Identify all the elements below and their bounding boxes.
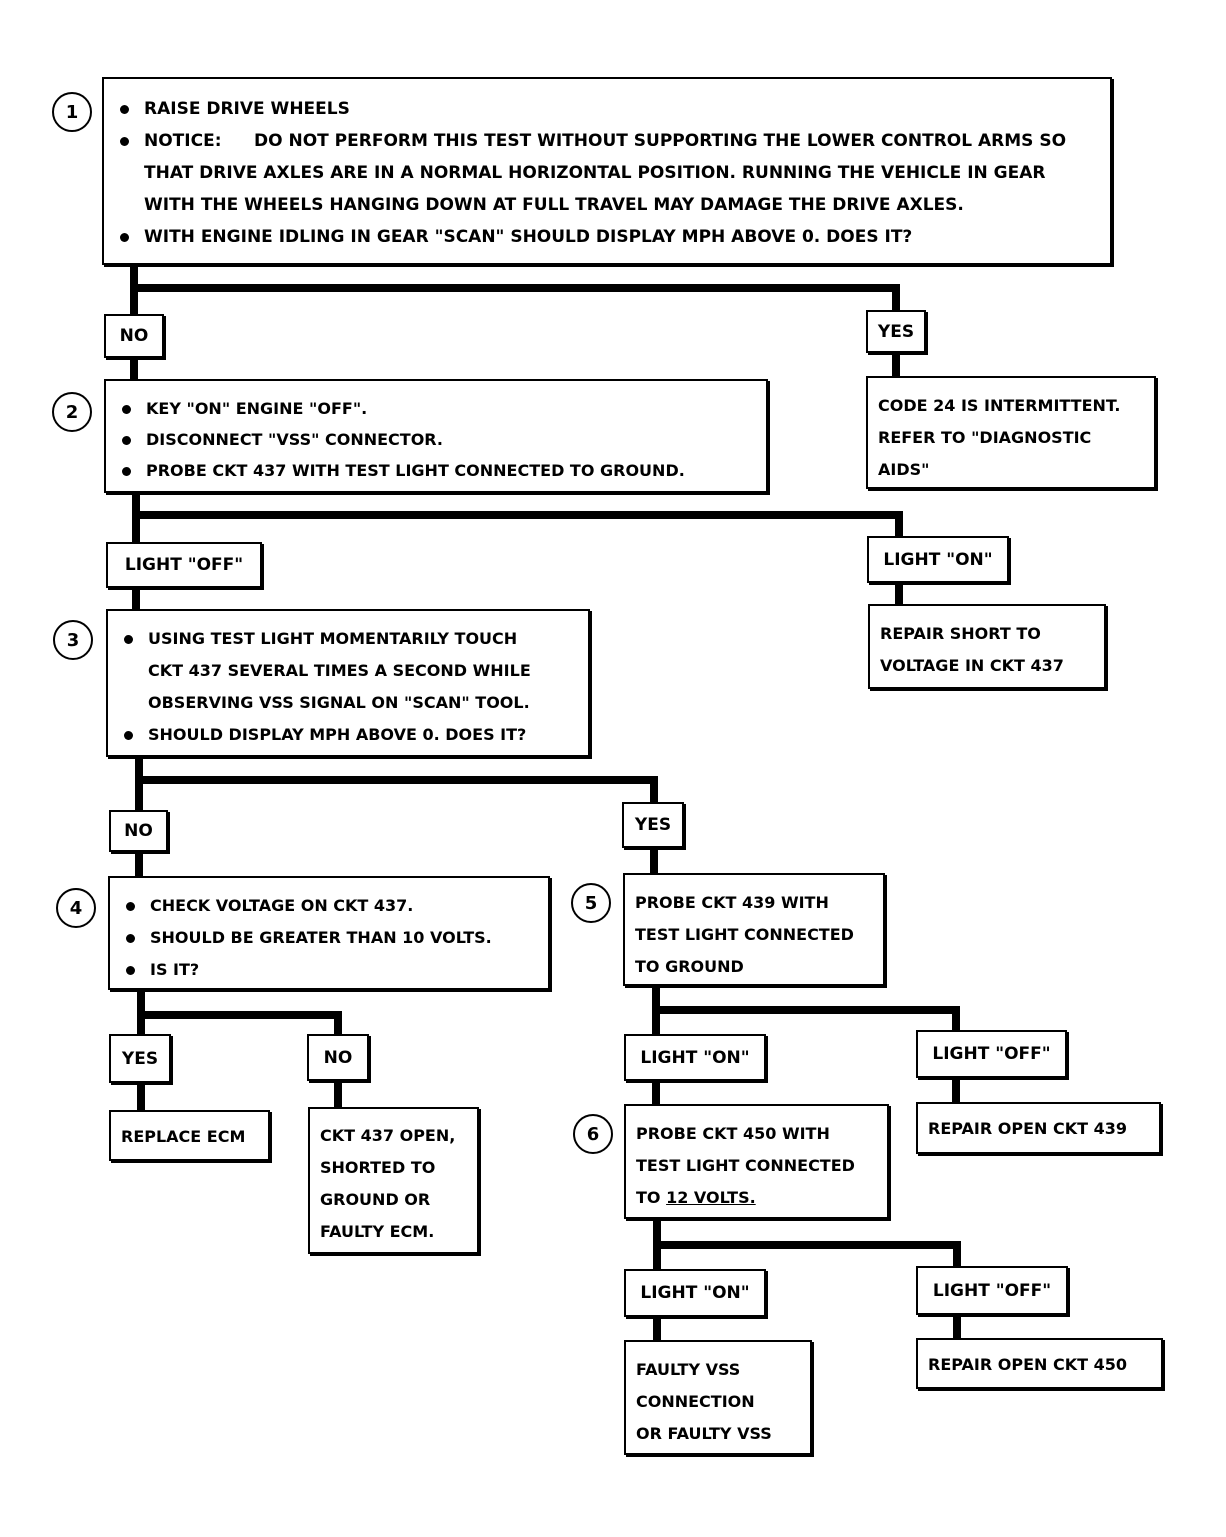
notice-bullet: NOTICE: DO NOT PERFORM THIS TEST WITHOUT … (114, 125, 1100, 221)
step-4-box: CHECK VOLTAGE ON CKT 437. SHOULD BE GREA… (108, 876, 550, 990)
box-line: PROBE CKT 450 WITH (636, 1124, 830, 1143)
result-line: REPAIR OPEN CKT 450 (928, 1355, 1127, 1374)
light-off-label: LIGHT "OFF" (106, 542, 262, 588)
step-5-marker: 5 (571, 883, 611, 923)
box-line: TEST LIGHT CONNECTED (636, 1156, 855, 1175)
notice-line: WITH THE WHEELS HANGING DOWN AT FULL TRA… (144, 195, 964, 215)
box-line: TEST LIGHT CONNECTED (635, 925, 854, 944)
notice-label: NOTICE: (144, 131, 222, 151)
result-line: GROUND OR (320, 1190, 431, 1209)
light-on-label: LIGHT "ON" (624, 1034, 766, 1081)
bullet-text: SHOULD DISPLAY MPH ABOVE 0. DOES IT? (118, 719, 582, 751)
result-line: OR FAULTY VSS (636, 1424, 772, 1443)
box-line-prefix: TO (636, 1188, 667, 1207)
no-label: NO (104, 314, 164, 358)
result-line: FAULTY ECM. (320, 1222, 435, 1241)
step-6-marker: 6 (573, 1114, 613, 1154)
result-repair-open-450-box: REPAIR OPEN CKT 450 (916, 1338, 1163, 1389)
result-repair-open-439-box: REPAIR OPEN CKT 439 (916, 1102, 1161, 1154)
step-6-box: PROBE CKT 450 WITH TEST LIGHT CONNECTED … (624, 1104, 889, 1219)
bullet-text: KEY "ON" ENGINE "OFF". (116, 393, 758, 424)
twelve-volts-text: 12 VOLTS. (666, 1188, 756, 1207)
result-line: REPAIR SHORT TO (880, 624, 1041, 643)
bullet-text: DISCONNECT "VSS" CONNECTOR. (116, 424, 758, 455)
result-line: CODE 24 IS INTERMITTENT. (878, 396, 1121, 415)
bullet-line: CKT 437 SEVERAL TIMES A SECOND WHILE (148, 661, 531, 680)
result-line: REFER TO "DIAGNOSTIC (878, 428, 1092, 447)
yes-label: YES (622, 802, 684, 848)
result-line: SHORTED TO (320, 1158, 436, 1177)
bullet-text: PROBE CKT 437 WITH TEST LIGHT CONNECTED … (116, 455, 758, 486)
result-ckt437-open-box: CKT 437 OPEN, SHORTED TO GROUND OR FAULT… (308, 1107, 479, 1254)
step-3-box: USING TEST LIGHT MOMENTARILY TOUCH CKT 4… (106, 609, 590, 757)
notice-line: DO NOT PERFORM THIS TEST WITHOUT SUPPORT… (254, 131, 1067, 151)
result-line: CKT 437 OPEN, (320, 1126, 456, 1145)
bullet-line: USING TEST LIGHT MOMENTARILY TOUCH (148, 629, 518, 648)
yes-label: YES (866, 310, 926, 353)
bullet-text: WITH ENGINE IDLING IN GEAR "SCAN" SHOULD… (114, 221, 1100, 253)
light-off-label: LIGHT "OFF" (916, 1030, 1067, 1078)
box-line: PROBE CKT 439 WITH (635, 893, 829, 912)
box-line: TO GROUND (635, 957, 744, 976)
light-on-label: LIGHT "ON" (624, 1269, 766, 1317)
result-line: AIDS" (878, 460, 930, 479)
result-intermittent-box: CODE 24 IS INTERMITTENT. REFER TO "DIAGN… (866, 376, 1156, 489)
result-line: REPLACE ECM (121, 1127, 246, 1146)
bullet-item: USING TEST LIGHT MOMENTARILY TOUCH CKT 4… (118, 623, 582, 719)
result-repair-short-box: REPAIR SHORT TO VOLTAGE IN CKT 437 (868, 604, 1106, 689)
result-line: CONNECTION (636, 1392, 755, 1411)
bullet-text: SHOULD BE GREATER THAN 10 VOLTS. (120, 922, 542, 954)
bullet-line: OBSERVING VSS SIGNAL ON "SCAN" TOOL. (148, 693, 530, 712)
step-1-marker: 1 (52, 92, 92, 132)
light-on-label: LIGHT "ON" (867, 536, 1009, 583)
step-4-marker: 4 (56, 888, 96, 928)
notice-line: THAT DRIVE AXLES ARE IN A NORMAL HORIZON… (144, 163, 1046, 183)
step-5-box: PROBE CKT 439 WITH TEST LIGHT CONNECTED … (623, 873, 885, 986)
step-3-marker: 3 (53, 620, 93, 660)
step-2-box: KEY "ON" ENGINE "OFF". DISCONNECT "VSS" … (104, 379, 768, 493)
step-1-box: RAISE DRIVE WHEELS NOTICE: DO NOT PERFORM… (102, 77, 1112, 265)
box-line: TO 12 VOLTS. (636, 1182, 879, 1214)
result-line: REPAIR OPEN CKT 439 (928, 1119, 1127, 1138)
no-label: NO (109, 810, 168, 852)
yes-label: YES (109, 1034, 171, 1083)
step-2-marker: 2 (52, 392, 92, 432)
result-line: VOLTAGE IN CKT 437 (880, 656, 1064, 675)
result-faulty-vss-box: FAULTY VSS CONNECTION OR FAULTY VSS (624, 1340, 812, 1455)
bullet-text: RAISE DRIVE WHEELS (114, 93, 1100, 125)
result-replace-ecm-box: REPLACE ECM (109, 1110, 270, 1161)
bullet-text: IS IT? (120, 954, 542, 986)
bullet-text: CHECK VOLTAGE ON CKT 437. (120, 890, 542, 922)
light-off-label: LIGHT "OFF" (916, 1266, 1068, 1315)
result-line: FAULTY VSS (636, 1360, 741, 1379)
no-label: NO (307, 1034, 369, 1081)
